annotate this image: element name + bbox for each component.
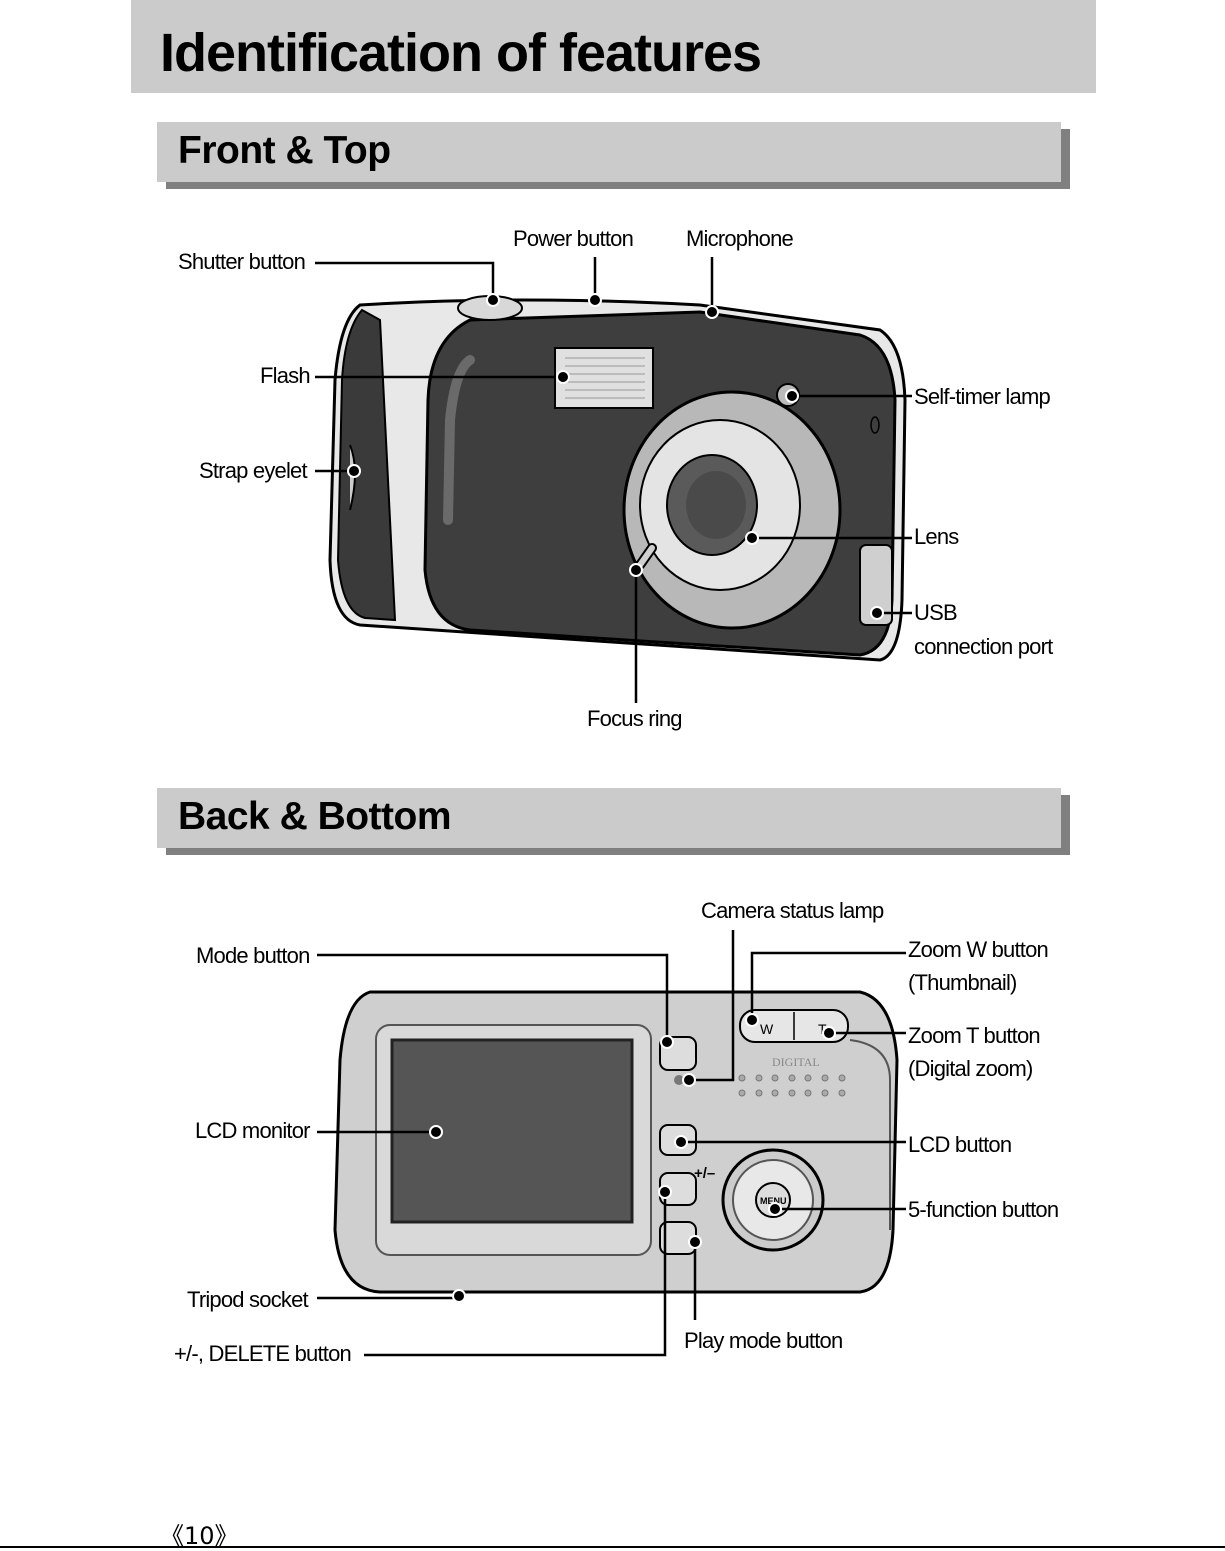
label-zoom-w-line1: Zoom W button bbox=[908, 937, 1049, 962]
label-zoom-t-line2: (Digital zoom) bbox=[908, 1056, 1033, 1081]
label-focus-ring: Focus ring bbox=[587, 706, 683, 731]
five-function-button-dot bbox=[768, 1202, 782, 1216]
label-shutter-button: Shutter button bbox=[178, 249, 306, 274]
mode-button-dot bbox=[660, 1035, 674, 1049]
front-callout-dots bbox=[347, 293, 884, 620]
back-callout-lines bbox=[317, 930, 906, 1357]
focus-ring-dot bbox=[629, 563, 643, 577]
label-microphone: Microphone bbox=[686, 226, 794, 251]
label-power-button: Power button bbox=[513, 226, 634, 251]
bottom-rule bbox=[0, 1546, 1225, 1548]
label-tripod-socket: Tripod socket bbox=[187, 1287, 309, 1312]
zoom-w-marking: W bbox=[760, 1021, 774, 1037]
section-title-back-bottom: Back & Bottom bbox=[178, 795, 452, 838]
menu-marking: MENU bbox=[760, 1196, 787, 1206]
label-zoom-w-line2: (Thumbnail) bbox=[908, 970, 1017, 995]
label-usb-line2: connection port bbox=[914, 634, 1053, 659]
page-title-bar: Identification of features bbox=[131, 0, 1096, 93]
camera-front-body bbox=[328, 295, 907, 662]
zoom-w-button-dot bbox=[745, 1013, 759, 1027]
usb-port-dot bbox=[870, 606, 884, 620]
delete-button-dot bbox=[658, 1185, 672, 1199]
shutter-button-dot bbox=[486, 293, 500, 307]
label-flash: Flash bbox=[260, 363, 311, 388]
section-title-front-top: Front & Top bbox=[178, 129, 391, 172]
play-mode-button-dot bbox=[688, 1235, 702, 1249]
label-lcd-monitor: LCD monitor bbox=[195, 1118, 310, 1143]
label-mode-button: Mode button bbox=[196, 943, 310, 968]
back-callout-dots bbox=[429, 1013, 836, 1303]
front-callout-lines bbox=[315, 257, 912, 703]
camera-front-illustration bbox=[315, 257, 912, 703]
self-timer-lamp-dot bbox=[785, 389, 799, 403]
tripod-socket-dot bbox=[452, 1289, 466, 1303]
label-lens: Lens bbox=[914, 524, 959, 549]
section-header-front-top: Front & Top bbox=[157, 122, 1061, 182]
flash-dot bbox=[556, 370, 570, 384]
page-number: 《10》 bbox=[160, 1522, 239, 1550]
power-button-dot bbox=[588, 293, 602, 307]
lens-dot bbox=[745, 531, 759, 545]
label-five-function-button: 5-function button bbox=[908, 1197, 1059, 1222]
digital-marking: DIGITAL bbox=[772, 1055, 820, 1069]
label-usb-line1: USB bbox=[914, 600, 958, 625]
label-zoom-t-line1: Zoom T button bbox=[908, 1023, 1041, 1048]
zoom-t-button-dot bbox=[822, 1026, 836, 1040]
strap-eyelet-dot bbox=[347, 464, 361, 478]
label-strap-eyelet: Strap eyelet bbox=[199, 458, 308, 483]
section-header-back-bottom: Back & Bottom bbox=[157, 788, 1061, 848]
camera-back-body: W T DIGITAL +/– MENU bbox=[333, 990, 899, 1294]
microphone-dot bbox=[705, 305, 719, 319]
label-self-timer-lamp: Self-timer lamp bbox=[914, 384, 1051, 409]
lcd-button-dot bbox=[674, 1135, 688, 1149]
camera-status-lamp-dot bbox=[682, 1073, 696, 1087]
zoom-t-marking: T bbox=[818, 1021, 827, 1037]
plus-minus-marking: +/– bbox=[694, 1165, 715, 1182]
label-delete-button: +/-, DELETE button bbox=[174, 1341, 352, 1366]
page-title: Identification of features bbox=[160, 23, 762, 83]
label-play-mode-button: Play mode button bbox=[684, 1328, 843, 1353]
label-camera-status-lamp: Camera status lamp bbox=[701, 898, 884, 923]
lcd-monitor-dot bbox=[429, 1125, 443, 1139]
label-lcd-button: LCD button bbox=[908, 1132, 1012, 1157]
